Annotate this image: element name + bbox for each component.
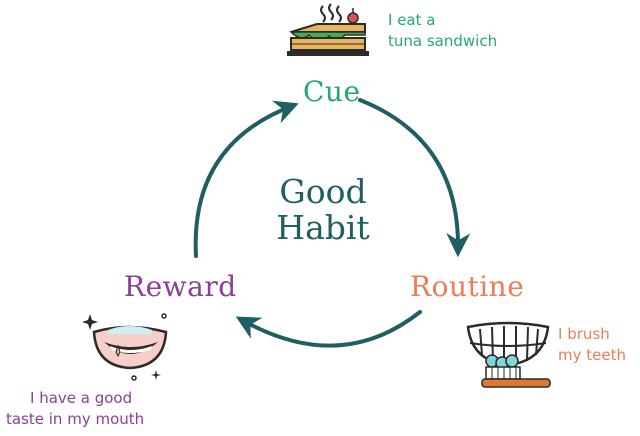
sandwich-icon xyxy=(287,3,369,56)
cue-caption-line1: I eat a xyxy=(388,11,436,29)
arrow-reward-to-cue xyxy=(193,100,299,258)
routine-caption: I brush my teeth xyxy=(558,324,626,365)
toothbrush-teeth-icon xyxy=(466,321,551,388)
stage-label-cue: Cue xyxy=(303,75,361,108)
routine-caption-line2: my teeth xyxy=(558,345,626,364)
reward-caption-line1: I have a good xyxy=(30,389,133,407)
reward-caption: I have a good taste in my mouth xyxy=(6,388,144,429)
stage-label-routine: Routine xyxy=(410,270,525,303)
center-title-line2: Habit xyxy=(276,208,370,248)
arrow-cue-to-routine xyxy=(358,98,471,258)
stage-label-reward: Reward xyxy=(124,270,237,303)
cue-caption-line2: tuna sandwich xyxy=(388,31,498,50)
arrow-routine-to-reward xyxy=(235,310,422,348)
smiling-mouth-icon xyxy=(82,313,168,381)
routine-caption-line1: I brush xyxy=(558,325,610,343)
reward-caption-line2: taste in my mouth xyxy=(6,409,145,428)
center-title: Good Habit xyxy=(268,172,378,248)
cue-caption: I eat a tuna sandwich xyxy=(388,10,497,51)
center-title-line1: Good xyxy=(279,172,367,211)
